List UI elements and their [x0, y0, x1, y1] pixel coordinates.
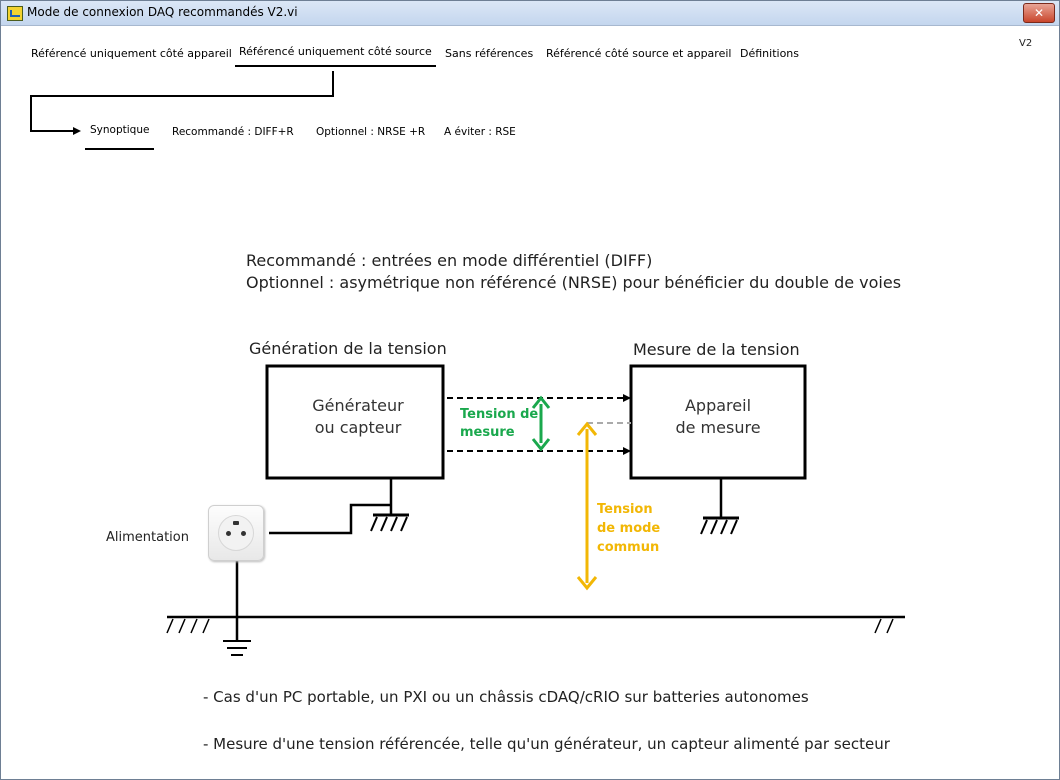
- note-battery: - Cas d'un PC portable, un PXI ou un châ…: [203, 688, 809, 706]
- window-title: Mode de connexion DAQ recommandés V2.vi: [27, 5, 298, 19]
- mode-commun-arrow-bottom: [576, 576, 598, 591]
- tab-connector-arrowhead: [73, 127, 81, 135]
- socket-pin-right: [241, 531, 246, 536]
- tension-mesure-line2: mesure: [460, 425, 515, 440]
- socket-face: [218, 515, 254, 551]
- device-label-line2: de mesure: [675, 418, 761, 437]
- alimentation-label: Alimentation: [106, 530, 189, 545]
- note-referenced: - Mesure d'une tension référencée, telle…: [203, 735, 890, 753]
- mode-commun-arrow-top: [576, 421, 598, 436]
- generator-label-line1: Générateur: [312, 396, 404, 415]
- mode-commun-label: Tension de mode commun: [597, 500, 660, 557]
- measure-title: Mesure de la tension: [633, 340, 800, 359]
- mode-commun-line1: Tension: [597, 502, 653, 517]
- tab-no-reference[interactable]: Sans références: [445, 47, 534, 60]
- subtab-synoptique[interactable]: Synoptique: [84, 124, 155, 150]
- generator-label-line2: ou capteur: [314, 418, 402, 437]
- generator-box-label: Générateur ou capteur: [267, 395, 449, 439]
- subtab-optional-nrse[interactable]: Optionnel : NRSE +R: [316, 126, 426, 138]
- tension-mesure-arrow-bottom: [531, 438, 551, 452]
- generator-ground-hatch: [370, 516, 408, 532]
- device-ground-hatch: [700, 519, 738, 535]
- device-box-label: Appareil de mesure: [631, 395, 805, 439]
- close-button[interactable]: ✕: [1023, 3, 1055, 23]
- version-label: V2: [1019, 38, 1033, 49]
- mode-commun-line3: commun: [597, 540, 660, 555]
- labview-vi-icon: [7, 6, 23, 21]
- earth-hatch-right: [874, 618, 894, 634]
- generation-title: Génération de la tension: [249, 339, 447, 358]
- heading-recommended: Recommandé : entrées en mode différentie…: [246, 251, 653, 270]
- socket-pin-left: [226, 531, 231, 536]
- tab-referenced-both[interactable]: Référencé côté source et appareil: [546, 47, 732, 60]
- tab-definitions[interactable]: Définitions: [740, 47, 799, 60]
- heading-optional: Optionnel : asymétrique non référencé (N…: [246, 273, 902, 292]
- wall-socket-icon: [208, 505, 264, 561]
- mode-commun-line2: de mode: [597, 521, 661, 536]
- subtab-avoid-rse[interactable]: A éviter : RSE: [444, 126, 516, 138]
- tension-mesure-arrow-top: [531, 395, 551, 409]
- tab-connector-line: [30, 71, 334, 132]
- earth-hatch-left: [166, 618, 210, 634]
- tab-referenced-device[interactable]: Référencé uniquement côté appareil: [31, 47, 232, 60]
- tab-referenced-source[interactable]: Référencé uniquement côté source: [235, 45, 436, 67]
- socket-earth-pin: [233, 521, 239, 525]
- signal-line-top-arrowhead: [623, 394, 631, 402]
- signal-line-bottom-arrowhead: [623, 447, 631, 455]
- tension-mesure-label: Tension de mesure: [460, 406, 538, 442]
- mains-to-generator-wire: [269, 503, 391, 535]
- title-bar[interactable]: Mode de connexion DAQ recommandés V2.vi …: [1, 1, 1059, 26]
- device-label-line1: Appareil: [684, 396, 752, 415]
- generator-box: [265, 364, 445, 480]
- subtab-recommended-diff[interactable]: Recommandé : DIFF+R: [172, 126, 294, 138]
- tension-mesure-line1: Tension de: [460, 407, 539, 422]
